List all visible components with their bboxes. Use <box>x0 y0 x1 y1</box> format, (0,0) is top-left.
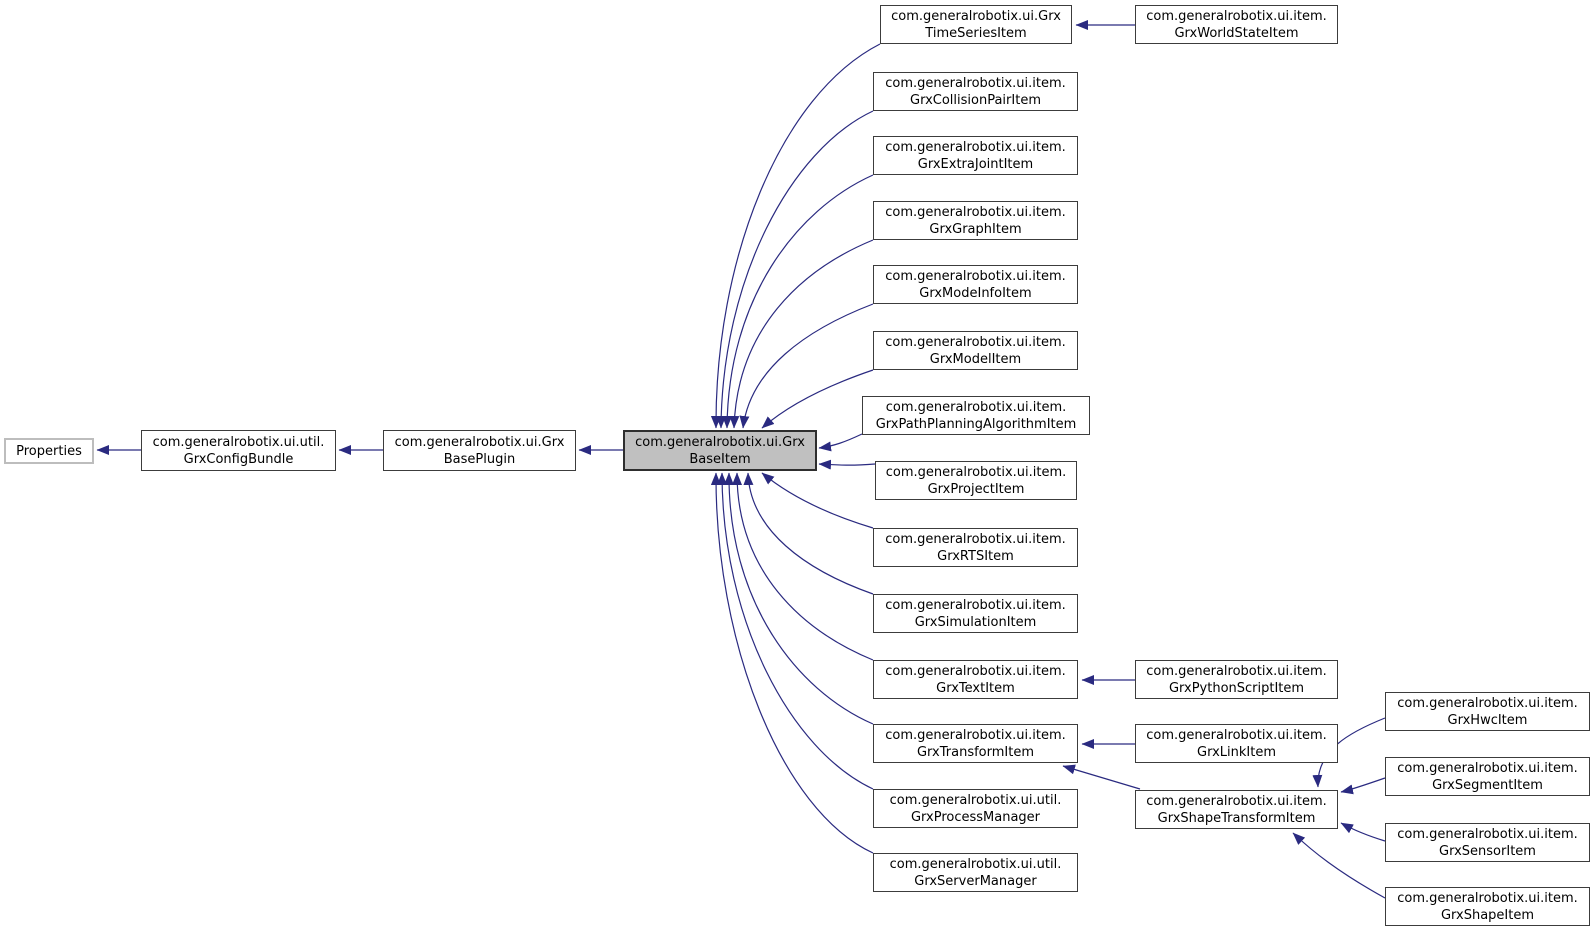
class-name-line: GrxWorldStateItem <box>1174 25 1299 41</box>
class-package-line: com.generalrobotix.ui.Grx <box>394 434 565 450</box>
node-grx-world-state-item[interactable]: com.generalrobotix.ui.item. GrxWorldStat… <box>1135 5 1338 44</box>
class-name-line: GrxModelItem <box>929 351 1022 367</box>
class-name-line: GrxModeInfoItem <box>919 285 1032 301</box>
edge-simulation-to-baseitem <box>743 472 874 595</box>
class-name-line: GrxConfigBundle <box>183 451 294 467</box>
class-package-line: com.generalrobotix.ui.Grx <box>891 8 1061 24</box>
node-grx-base-item[interactable]: com.generalrobotix.ui.Grx BaseItem <box>623 430 817 471</box>
node-grx-python-script-item[interactable]: com.generalrobotix.ui.item. GrxPythonScr… <box>1135 660 1338 699</box>
edge-segment-to-shapetransform <box>1340 777 1386 795</box>
edge-sensor-to-shapetransform <box>1340 822 1386 842</box>
edge-model-to-baseitem <box>761 369 874 429</box>
node-grx-server-manager[interactable]: com.generalrobotix.ui.util. GrxServerMan… <box>873 853 1078 892</box>
class-package-line: com.generalrobotix.ui.item. <box>1397 695 1578 711</box>
class-package-line: com.generalrobotix.ui.item. <box>885 464 1067 480</box>
class-package-line: com.generalrobotix.ui.item. <box>1397 890 1578 906</box>
class-package-line: com.generalrobotix.ui.util. <box>889 792 1062 808</box>
edge-text-to-baseitem <box>732 472 874 661</box>
node-grx-hwc-item[interactable]: com.generalrobotix.ui.item. GrxHwcItem <box>1385 692 1590 731</box>
edge-graph-to-baseitem <box>729 239 874 429</box>
node-grx-rts-item[interactable]: com.generalrobotix.ui.item. GrxRTSItem <box>873 528 1078 567</box>
edge-shape-to-shapetransform <box>1292 832 1386 899</box>
class-package-line: com.generalrobotix.ui.item. <box>1146 727 1327 743</box>
node-grx-link-item[interactable]: com.generalrobotix.ui.item. GrxLinkItem <box>1135 724 1338 763</box>
class-name-line: GrxSimulationItem <box>914 614 1037 630</box>
edge-servermanager-to-baseitem <box>710 472 874 854</box>
class-package-line: com.generalrobotix.ui.item. <box>885 204 1066 220</box>
class-package-line: com.generalrobotix.ui.util. <box>889 856 1062 872</box>
class-name-line: GrxTextItem <box>936 680 1015 696</box>
class-package-line: com.generalrobotix.ui.item. <box>885 531 1066 547</box>
node-grx-config-bundle[interactable]: com.generalrobotix.ui.util. GrxConfigBun… <box>141 430 336 471</box>
class-package-line: com.generalrobotix.ui.item. <box>885 399 1067 415</box>
class-name-line: GrxSegmentItem <box>1432 777 1543 793</box>
class-name-line: TimeSeriesItem <box>925 25 1027 41</box>
node-grx-process-manager[interactable]: com.generalrobotix.ui.util. GrxProcessMa… <box>873 789 1078 828</box>
class-name-line: GrxShapeItem <box>1440 907 1535 923</box>
edge-transform-to-baseitem <box>723 472 874 725</box>
class-package-line: com.generalrobotix.ui.item. <box>1146 663 1327 679</box>
node-grx-sensor-item[interactable]: com.generalrobotix.ui.item. GrxSensorIte… <box>1385 823 1590 862</box>
class-name-line: GrxRTSItem <box>937 548 1014 564</box>
class-name-line: GrxExtraJointItem <box>917 156 1034 172</box>
class-package-line: com.generalrobotix.ui.item. <box>885 727 1066 743</box>
class-package-line: com.generalrobotix.ui.item. <box>1397 826 1578 842</box>
node-grx-graph-item[interactable]: com.generalrobotix.ui.item. GrxGraphItem <box>873 201 1078 240</box>
class-name-line: BasePlugin <box>443 451 516 467</box>
node-grx-text-item[interactable]: com.generalrobotix.ui.item. GrxTextItem <box>873 660 1078 699</box>
class-name-line: GrxGraphItem <box>929 221 1022 237</box>
edge-processmanager-to-baseitem <box>717 472 874 790</box>
node-grx-model-item[interactable]: com.generalrobotix.ui.item. GrxModelItem <box>873 331 1078 370</box>
class-name-line: GrxPythonScriptItem <box>1168 680 1305 696</box>
class-name-line: GrxServerManager <box>914 873 1037 889</box>
class-package-line: com.generalrobotix.ui.item. <box>885 597 1066 613</box>
class-name-line: GrxProjectItem <box>927 481 1025 497</box>
edge-rts-to-baseitem <box>761 472 874 529</box>
node-grx-base-plugin[interactable]: com.generalrobotix.ui.Grx BasePlugin <box>383 430 576 471</box>
class-name-line: GrxLinkItem <box>1197 744 1276 760</box>
edge-modeinfo-to-baseitem <box>739 303 874 429</box>
edge-extrajoint-to-baseitem <box>722 174 874 429</box>
class-package-line: com.generalrobotix.ui.item. <box>885 75 1066 91</box>
class-name-line: GrxSensorItem <box>1439 843 1536 859</box>
node-grx-transform-item[interactable]: com.generalrobotix.ui.item. GrxTransform… <box>873 724 1078 763</box>
node-grx-segment-item[interactable]: com.generalrobotix.ui.item. GrxSegmentIt… <box>1385 757 1590 796</box>
node-grx-shape-item[interactable]: com.generalrobotix.ui.item. GrxShapeItem <box>1385 887 1590 926</box>
node-grx-simulation-item[interactable]: com.generalrobotix.ui.item. GrxSimulatio… <box>873 594 1078 633</box>
class-name-line: Properties <box>16 443 82 459</box>
edge-timeseries-to-baseitem <box>710 43 881 429</box>
node-properties: Properties <box>4 438 94 464</box>
class-name-line: GrxPathPlanningAlgorithmItem <box>875 416 1077 432</box>
node-grx-time-series-item[interactable]: com.generalrobotix.ui.Grx TimeSeriesItem <box>880 5 1072 44</box>
class-name-line: BaseItem <box>689 451 751 467</box>
edge-project-to-baseitem <box>818 459 876 470</box>
class-name-line: GrxTransformItem <box>916 744 1035 760</box>
node-grx-path-planning-algorithm-item[interactable]: com.generalrobotix.ui.item. GrxPathPlann… <box>862 396 1090 435</box>
edge-collisionpair-to-baseitem <box>716 110 874 429</box>
class-name-line: GrxProcessManager <box>910 809 1041 825</box>
node-grx-mode-info-item[interactable]: com.generalrobotix.ui.item. GrxModeInfoI… <box>873 265 1078 304</box>
node-grx-shape-transform-item[interactable]: com.generalrobotix.ui.item. GrxShapeTran… <box>1135 790 1338 829</box>
edge-pathplanning-to-baseitem <box>818 433 863 452</box>
class-name-line: GrxHwcItem <box>1447 712 1528 728</box>
node-grx-project-item[interactable]: com.generalrobotix.ui.item. GrxProjectIt… <box>875 461 1077 500</box>
class-package-line: com.generalrobotix.ui.item. <box>885 663 1066 679</box>
class-name-line: GrxShapeTransformItem <box>1157 810 1316 826</box>
class-name-line: GrxCollisionPairItem <box>910 92 1041 108</box>
class-package-line: com.generalrobotix.ui.item. <box>1146 793 1327 809</box>
class-package-line: com.generalrobotix.ui.item. <box>885 268 1066 284</box>
edge-shapetransform-to-transform <box>1062 764 1141 790</box>
node-grx-collision-pair-item[interactable]: com.generalrobotix.ui.item. GrxCollision… <box>873 72 1078 111</box>
class-package-line: com.generalrobotix.ui.Grx <box>635 434 805 450</box>
class-package-line: com.generalrobotix.ui.item. <box>1397 760 1578 776</box>
class-package-line: com.generalrobotix.ui.item. <box>1146 8 1327 24</box>
class-package-line: com.generalrobotix.ui.item. <box>885 334 1066 350</box>
class-package-line: com.generalrobotix.ui.item. <box>885 139 1066 155</box>
class-package-line: com.generalrobotix.ui.util. <box>152 434 325 450</box>
node-grx-extra-joint-item[interactable]: com.generalrobotix.ui.item. GrxExtraJoin… <box>873 136 1078 175</box>
